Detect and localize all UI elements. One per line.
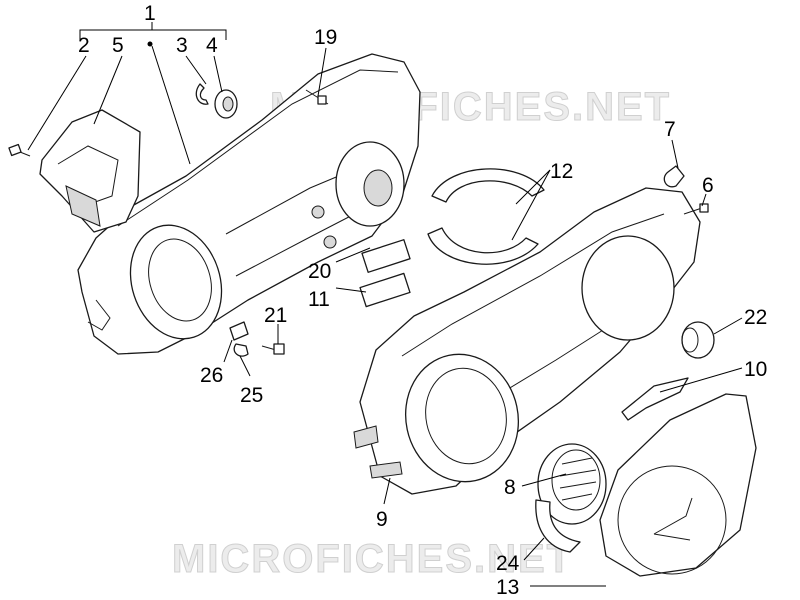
callout-26: 26: [200, 364, 223, 387]
cap-part-22: [681, 321, 715, 359]
clip-part-7: [663, 165, 685, 188]
inner-transmission-case: [77, 53, 421, 355]
rubber-blocks-part-20: [361, 239, 411, 273]
bolt-part-2: [8, 143, 31, 157]
callout-6: 6: [702, 174, 714, 197]
watermark-bottom: MICROFICHES.NET: [172, 537, 573, 581]
callout-13: 13: [496, 576, 519, 599]
half-rings-part-12: [427, 168, 545, 265]
rubber-blocks-part-11: [359, 272, 411, 308]
bracket-part-25: [233, 343, 249, 357]
callout-24: 24: [496, 552, 520, 575]
grille-part-8: [537, 443, 607, 525]
callout-2: 2: [78, 34, 90, 57]
callout-10: 10: [744, 358, 767, 381]
callout-9: 9: [376, 508, 388, 531]
callout-7: 7: [664, 118, 676, 141]
leader-lines: [27, 22, 743, 587]
callout-4: 4: [206, 34, 218, 57]
callout-21: 21: [264, 304, 287, 327]
clip-part-26: [229, 321, 249, 341]
callout-22: 22: [744, 306, 767, 329]
screw-part-21: [261, 343, 285, 355]
callout-20: 20: [308, 260, 331, 283]
callout-8: 8: [504, 476, 516, 499]
callout-19: 19: [314, 26, 337, 49]
air-duct-part-5: [39, 109, 141, 233]
decorative-cover-part-13: [599, 393, 757, 577]
trim-strip-part-10: [621, 377, 689, 421]
outer-transmission-cover: [353, 187, 701, 495]
gasket-part-24: [535, 499, 581, 553]
stud-part-19: [305, 89, 329, 105]
screw-part-6: [683, 203, 709, 215]
callout-11: 11: [308, 288, 330, 311]
callout-3: 3: [176, 34, 188, 57]
bearing-part-4: [214, 89, 238, 119]
callout-12: 12: [550, 160, 573, 183]
circlip-part-3: [195, 83, 209, 105]
callout-1: 1: [144, 2, 156, 25]
callout-5: 5: [112, 34, 124, 57]
callout-25: 25: [240, 384, 263, 407]
